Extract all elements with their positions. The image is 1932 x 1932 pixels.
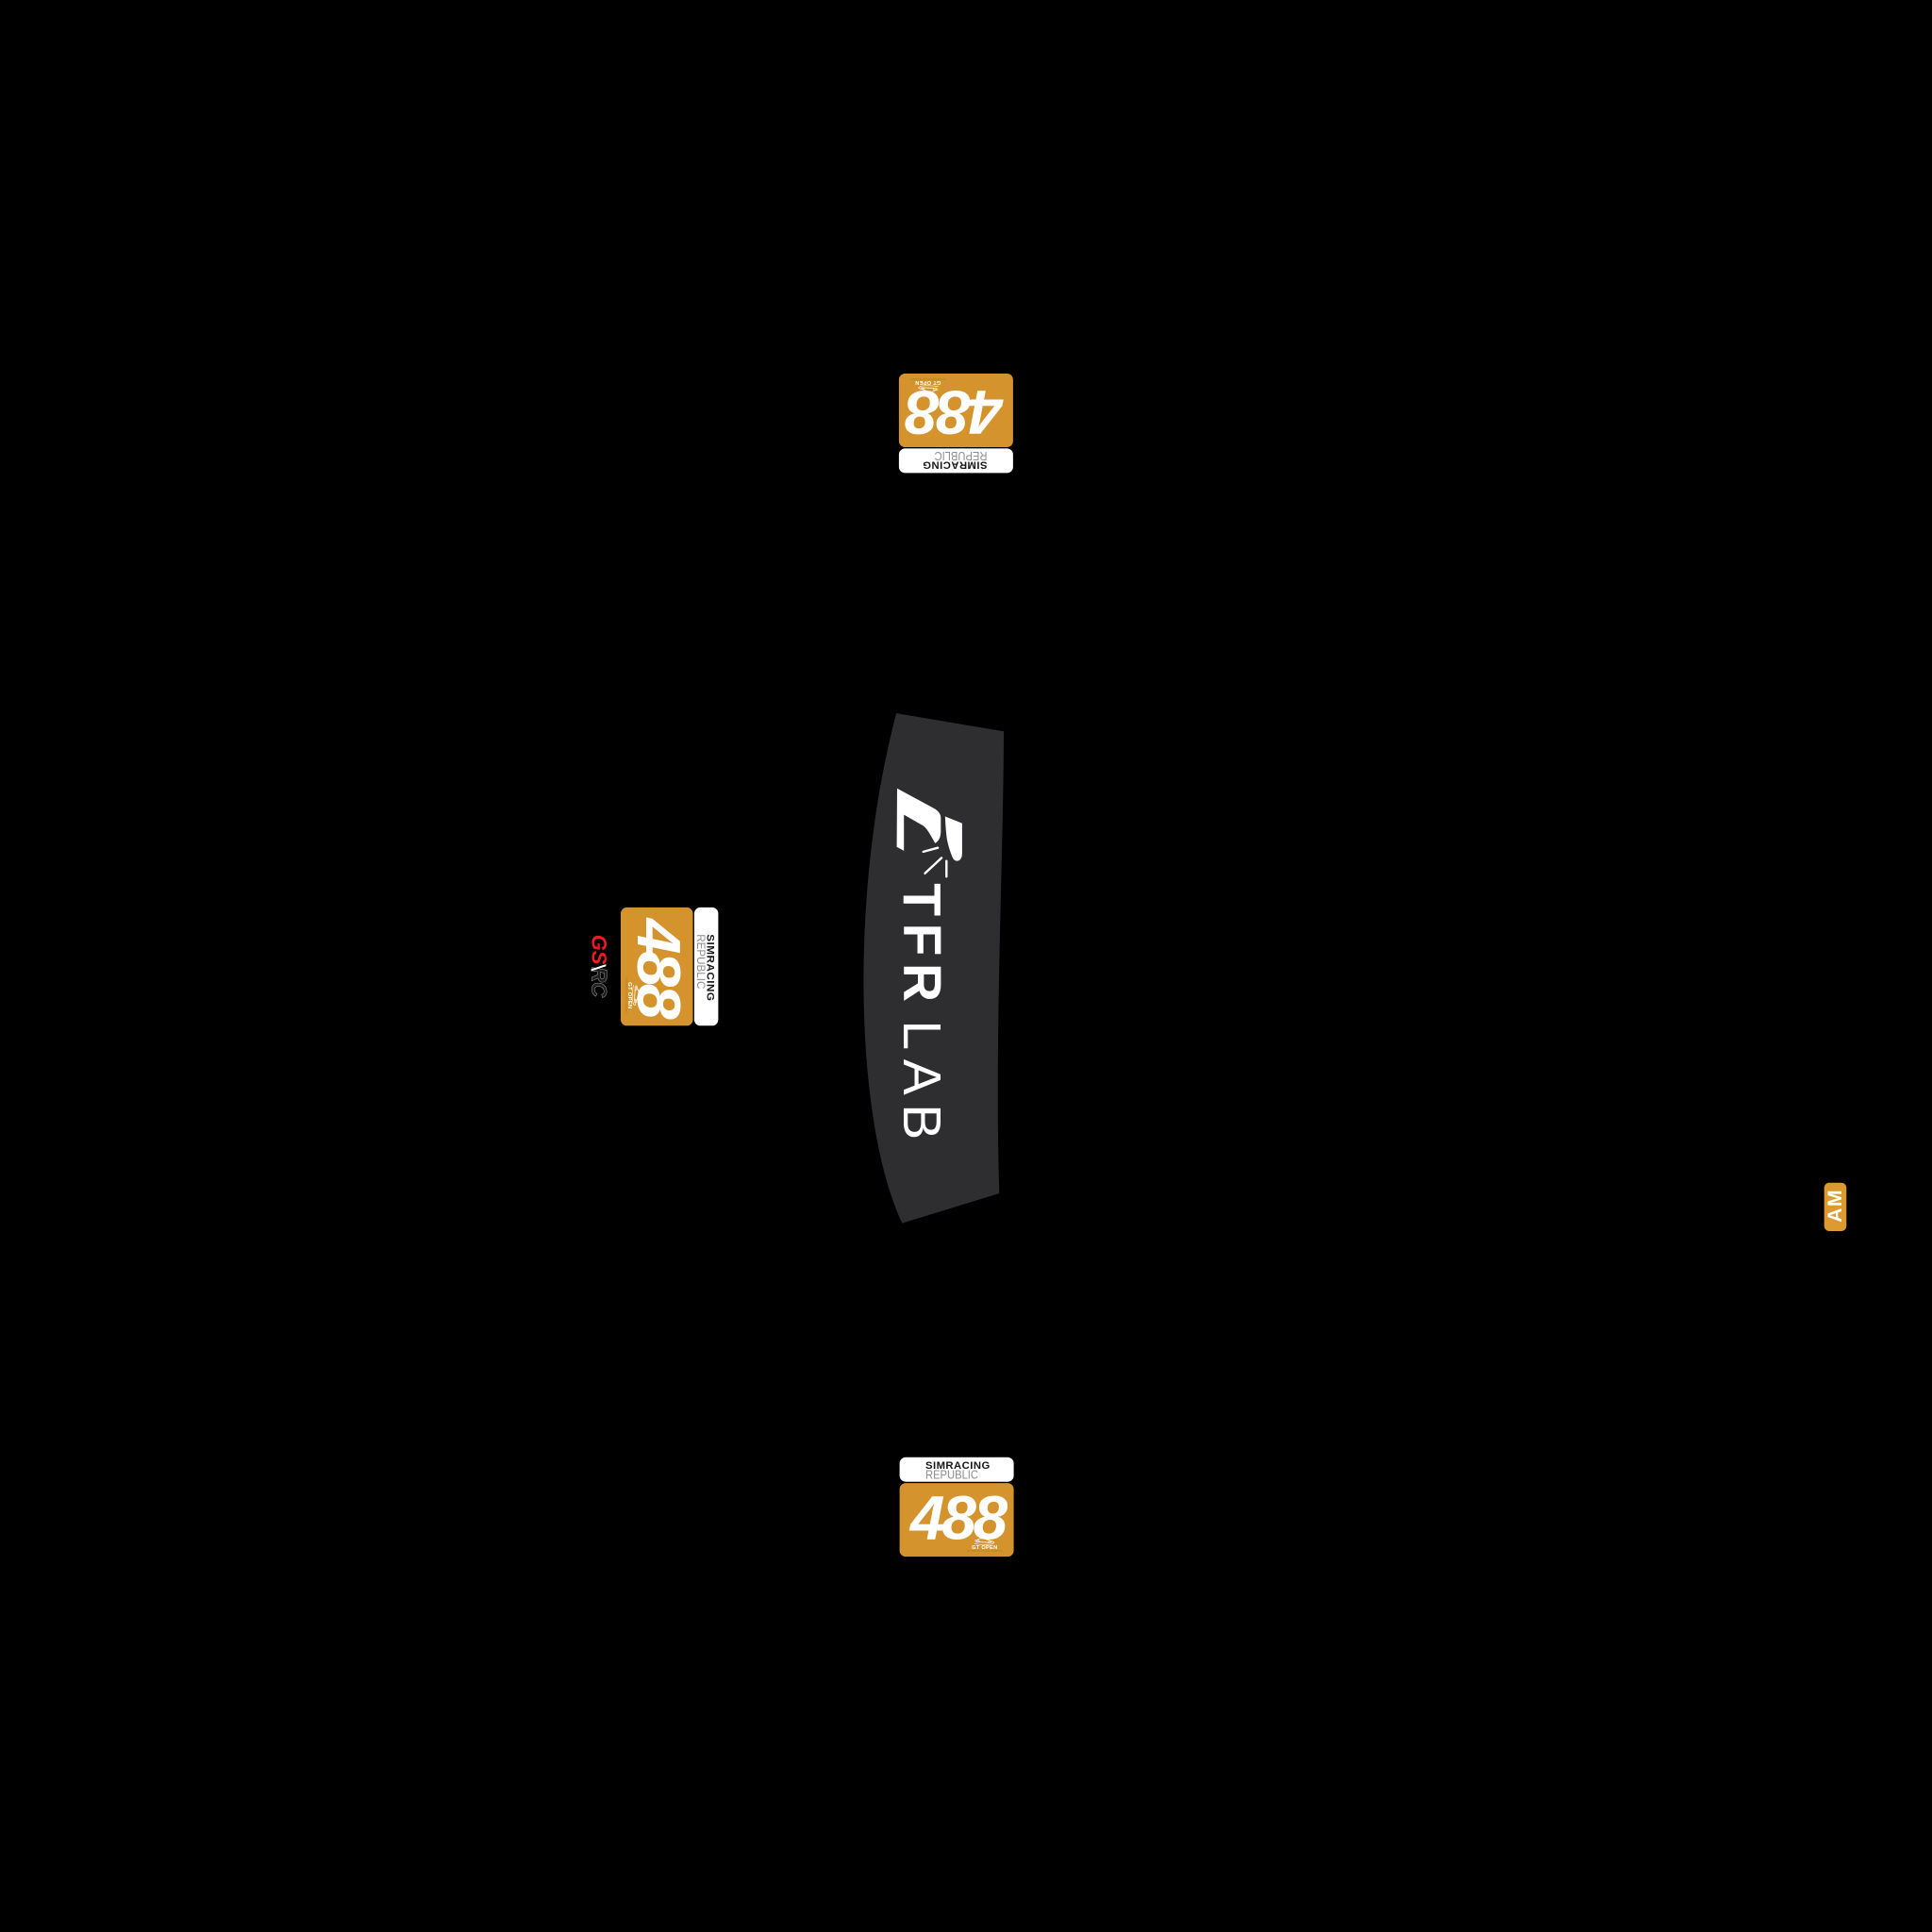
svg-text:RC: RC [587,967,610,998]
svg-text:TFR: TFR [891,883,952,1008]
svg-text:GS: GS [587,935,610,965]
svg-text:LAB: LAB [891,1021,952,1149]
svg-text:AM: AM [1824,1189,1846,1223]
